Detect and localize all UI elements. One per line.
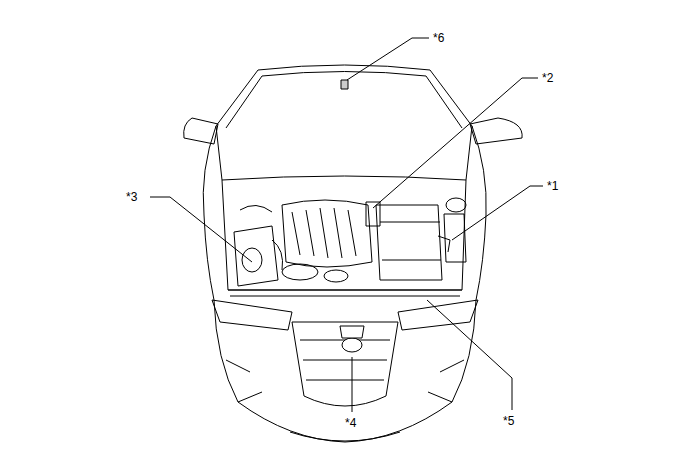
leader-line <box>352 357 353 412</box>
left-component <box>234 226 278 286</box>
leader-line <box>427 300 512 410</box>
fog-lamp <box>226 360 464 372</box>
left-component <box>242 248 262 272</box>
bumper-line <box>238 392 452 402</box>
grille <box>292 322 398 406</box>
headlight <box>398 300 478 330</box>
callout-number: *2 <box>542 71 553 85</box>
lower-lip <box>290 432 400 441</box>
hood-latch <box>340 326 364 338</box>
horn <box>342 338 362 352</box>
leader-line <box>347 38 429 80</box>
bumper <box>214 300 476 442</box>
hood-side <box>430 70 472 180</box>
leader-line <box>373 78 538 208</box>
hood-side <box>226 76 262 128</box>
relay-block <box>366 202 380 226</box>
leader-line <box>452 186 543 240</box>
hood-sensor <box>341 80 348 89</box>
side-mirror <box>184 118 218 144</box>
radiator-support <box>228 290 462 296</box>
bay-edge <box>222 176 466 180</box>
hood-edge <box>258 65 430 70</box>
hood-side <box>216 70 258 180</box>
leader-line <box>150 197 252 262</box>
callout-number: *6 <box>433 31 444 45</box>
air-cleaner <box>376 205 442 280</box>
air-cleaner-seam <box>380 222 441 260</box>
engine-rib <box>292 208 356 258</box>
callout-number: *4 <box>345 416 356 430</box>
fender <box>203 126 216 300</box>
bay-edge <box>222 180 466 290</box>
callout-number: *3 <box>126 190 137 204</box>
reservoir <box>446 198 466 212</box>
engine-cover <box>282 200 372 267</box>
hose <box>272 240 283 270</box>
leader-lines <box>150 38 543 412</box>
callout-number: *5 <box>503 414 514 428</box>
side-mirror <box>470 118 522 144</box>
callout-number: *1 <box>547 179 558 193</box>
pulley <box>324 270 348 282</box>
hood-side <box>426 76 462 128</box>
headlight <box>212 300 292 330</box>
hood-edge <box>262 72 426 77</box>
hose <box>240 205 272 212</box>
connector-part <box>438 236 450 252</box>
fender <box>472 126 486 300</box>
pulley <box>282 264 318 280</box>
